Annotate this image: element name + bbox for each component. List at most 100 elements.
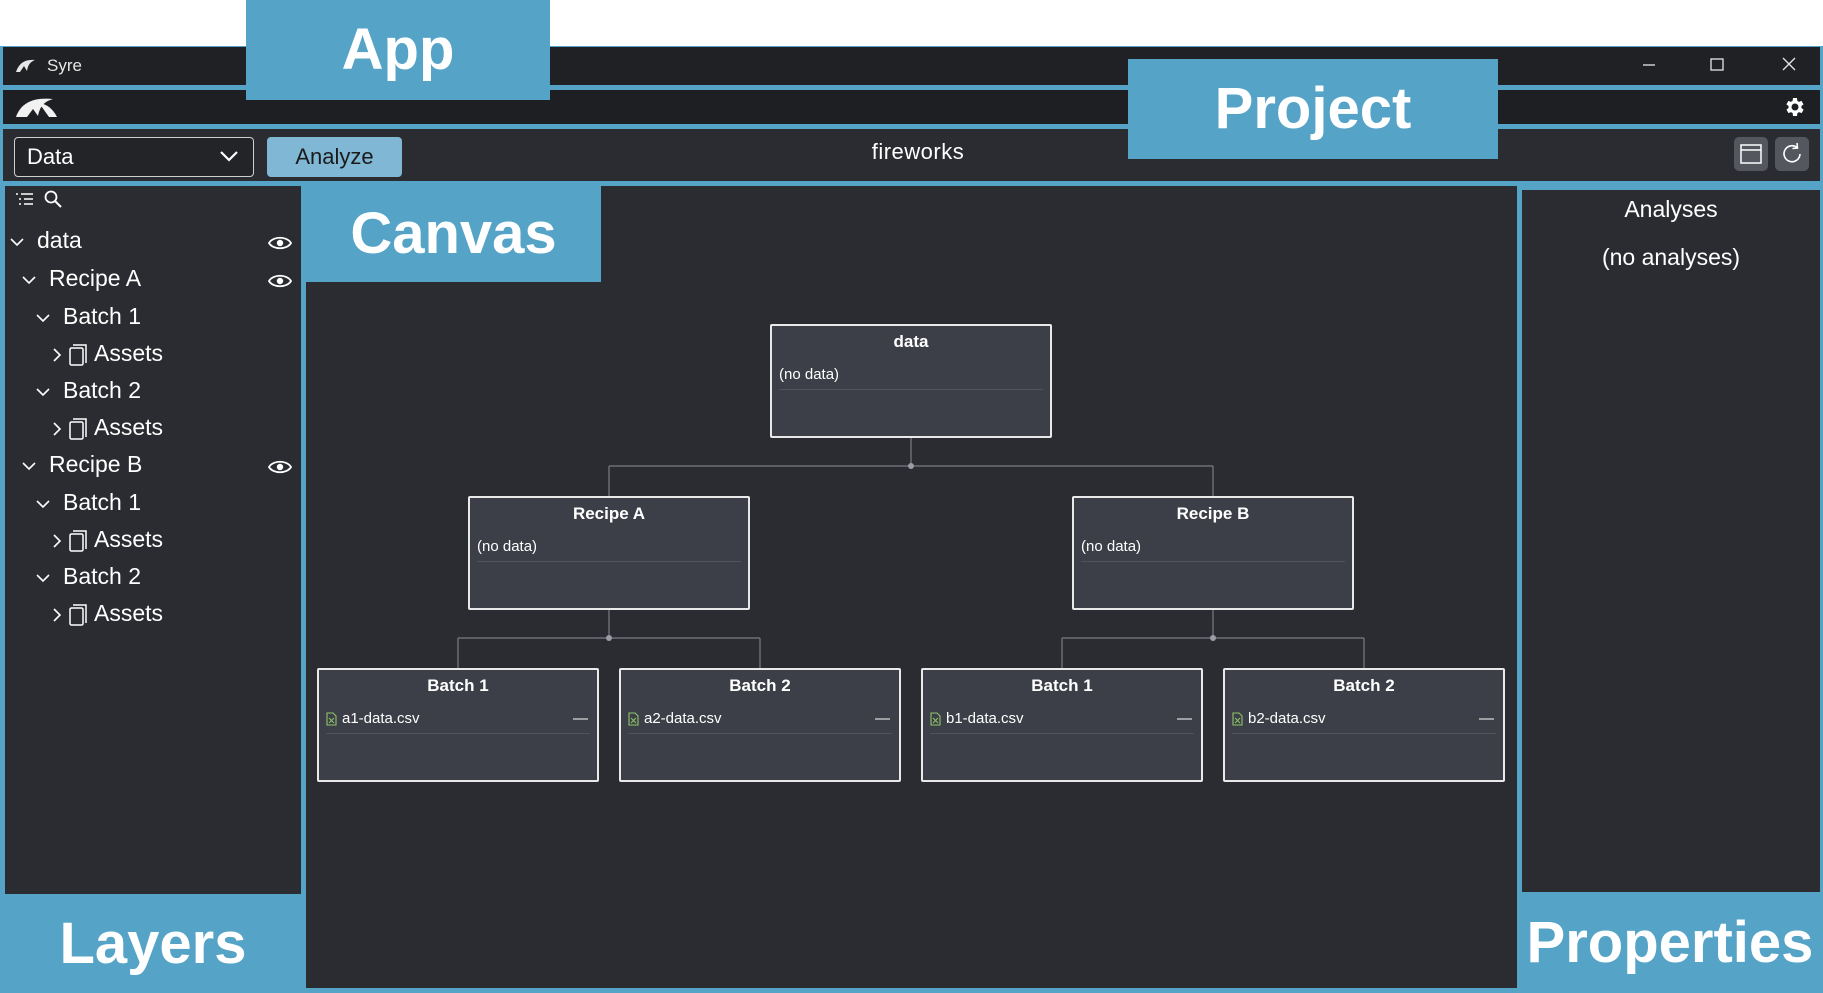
project-bar: Data Analyze fireworks	[3, 129, 1820, 181]
layer-label: Batch 1	[63, 489, 141, 515]
node-body: (no data)	[779, 360, 1043, 390]
csv-file-icon	[326, 712, 337, 726]
chevron-down-icon[interactable]	[21, 272, 37, 288]
window-title: Syre	[47, 56, 82, 75]
chevron-right-icon[interactable]	[49, 607, 65, 623]
layer-item-data[interactable]: data	[9, 223, 82, 257]
maximize-button[interactable]	[1697, 53, 1737, 79]
layer-item-batch-1[interactable]: Batch 1	[35, 299, 141, 333]
project-title: fireworks	[871, 139, 965, 164]
syre-logo-icon	[16, 59, 35, 72]
chevron-down-icon[interactable]	[21, 458, 37, 474]
analyses-empty-message: (no analyses)	[1601, 244, 1741, 270]
node-body: (no data)	[477, 532, 741, 562]
asset-row[interactable]: b1-data.csv —	[930, 704, 1194, 734]
layer-label: data	[37, 227, 82, 253]
assets-icon	[69, 344, 87, 366]
canvas-panel[interactable]: data (no data) Recipe A (no data) Recipe…	[306, 186, 1517, 988]
graph-node-batch-2[interactable]: Batch 2 b2-data.csv —	[1223, 668, 1505, 782]
node-title: Recipe B	[1176, 504, 1250, 523]
layer-item-assets[interactable]: Assets	[49, 596, 163, 630]
layer-item-assets[interactable]: Assets	[49, 410, 163, 444]
eye-icon[interactable]	[268, 273, 292, 289]
assets-icon	[69, 604, 87, 626]
analyses-heading: Analyses	[1624, 196, 1718, 222]
layer-item-recipe-a[interactable]: Recipe A	[21, 261, 141, 295]
chevron-down-icon[interactable]	[35, 384, 51, 400]
layer-item-assets[interactable]: Assets	[49, 522, 163, 556]
asset-file-name: a1-data.csv	[342, 710, 420, 727]
graph-node-batch-1[interactable]: Batch 1 a1-data.csv —	[317, 668, 599, 782]
close-icon	[1782, 57, 1796, 71]
graph-node-recipe-a[interactable]: Recipe A (no data)	[468, 496, 750, 610]
node-title: Batch 2	[729, 676, 791, 695]
node-title: data	[893, 332, 929, 351]
asset-row[interactable]: b2-data.csv —	[1232, 704, 1496, 734]
chevron-down-icon[interactable]	[35, 570, 51, 586]
gear-icon[interactable]	[1782, 95, 1806, 119]
chevron-right-icon[interactable]	[49, 533, 65, 549]
layer-label: Recipe B	[49, 451, 143, 477]
node-title: Batch 1	[427, 676, 489, 695]
layer-label: Assets	[94, 526, 164, 552]
layer-label: Batch 1	[63, 303, 141, 329]
asset-file-name: b2-data.csv	[1248, 710, 1326, 727]
layer-item-batch-1[interactable]: Batch 1	[35, 485, 141, 519]
view-select-value: Data	[27, 144, 74, 169]
asset-row[interactable]: a1-data.csv —	[326, 704, 590, 734]
assets-icon	[69, 530, 87, 552]
asset-file-name: a2-data.csv	[644, 710, 722, 727]
chevron-down-icon[interactable]	[35, 310, 51, 326]
tree-view-icon[interactable]	[13, 190, 35, 208]
chevron-right-icon[interactable]	[49, 421, 65, 437]
asset-remove-control[interactable]: —	[875, 710, 890, 727]
csv-file-icon	[930, 712, 941, 726]
layer-item-assets[interactable]: Assets	[49, 336, 163, 370]
layer-label: Batch 2	[63, 377, 141, 403]
eye-icon[interactable]	[268, 459, 292, 475]
layer-label: Batch 2	[63, 563, 141, 589]
layer-label: Assets	[94, 340, 164, 366]
graph-node-recipe-b[interactable]: Recipe B (no data)	[1072, 496, 1354, 610]
layout-toggle-button[interactable]	[1734, 137, 1768, 171]
minimize-icon	[1643, 64, 1655, 66]
overlay-label-app: App	[246, 0, 550, 100]
maximize-icon	[1710, 58, 1724, 71]
layer-item-batch-2[interactable]: Batch 2	[35, 373, 141, 407]
overlay-label-properties: Properties	[1517, 892, 1823, 993]
syre-app-logo-icon[interactable]	[13, 95, 61, 119]
eye-icon[interactable]	[268, 235, 292, 251]
asset-remove-control[interactable]: —	[1177, 710, 1192, 727]
layer-label: Assets	[94, 414, 164, 440]
layer-label: Assets	[94, 600, 164, 626]
minimize-button[interactable]	[1629, 53, 1669, 79]
graph-node-batch-2[interactable]: Batch 2 a2-data.csv —	[619, 668, 901, 782]
asset-file-name: b1-data.csv	[946, 710, 1024, 727]
asset-remove-control[interactable]: —	[573, 710, 588, 727]
overlay-label-layers: Layers	[0, 894, 306, 993]
node-title: Batch 1	[1031, 676, 1093, 695]
layer-item-batch-2[interactable]: Batch 2	[35, 559, 141, 593]
asset-remove-control[interactable]: —	[1479, 710, 1494, 727]
graph-node-data[interactable]: data (no data)	[770, 324, 1052, 438]
node-title: Batch 2	[1333, 676, 1395, 695]
properties-panel: Analyses (no analyses)	[1522, 190, 1820, 892]
search-icon[interactable]	[43, 189, 63, 209]
csv-file-icon	[628, 712, 639, 726]
analyze-button[interactable]: Analyze	[267, 137, 402, 177]
layer-item-recipe-b[interactable]: Recipe B	[21, 447, 142, 481]
chevron-down-icon[interactable]	[35, 496, 51, 512]
node-title: Recipe A	[572, 504, 646, 523]
chevron-right-icon[interactable]	[49, 347, 65, 363]
chevron-down-icon[interactable]	[9, 234, 25, 250]
overlay-label-project: Project	[1128, 59, 1498, 159]
refresh-icon	[1783, 142, 1801, 163]
view-select[interactable]: Data	[14, 137, 254, 177]
layers-panel: data Recipe A Batch 1 Assets Batch 2 Ass…	[5, 186, 301, 894]
close-button[interactable]	[1769, 53, 1809, 79]
refresh-button[interactable]	[1775, 137, 1809, 171]
graph-connectors	[457, 438, 1365, 668]
asset-row[interactable]: a2-data.csv —	[628, 704, 892, 734]
panel-layout-icon	[1740, 144, 1762, 164]
graph-node-batch-1[interactable]: Batch 1 b1-data.csv —	[921, 668, 1203, 782]
